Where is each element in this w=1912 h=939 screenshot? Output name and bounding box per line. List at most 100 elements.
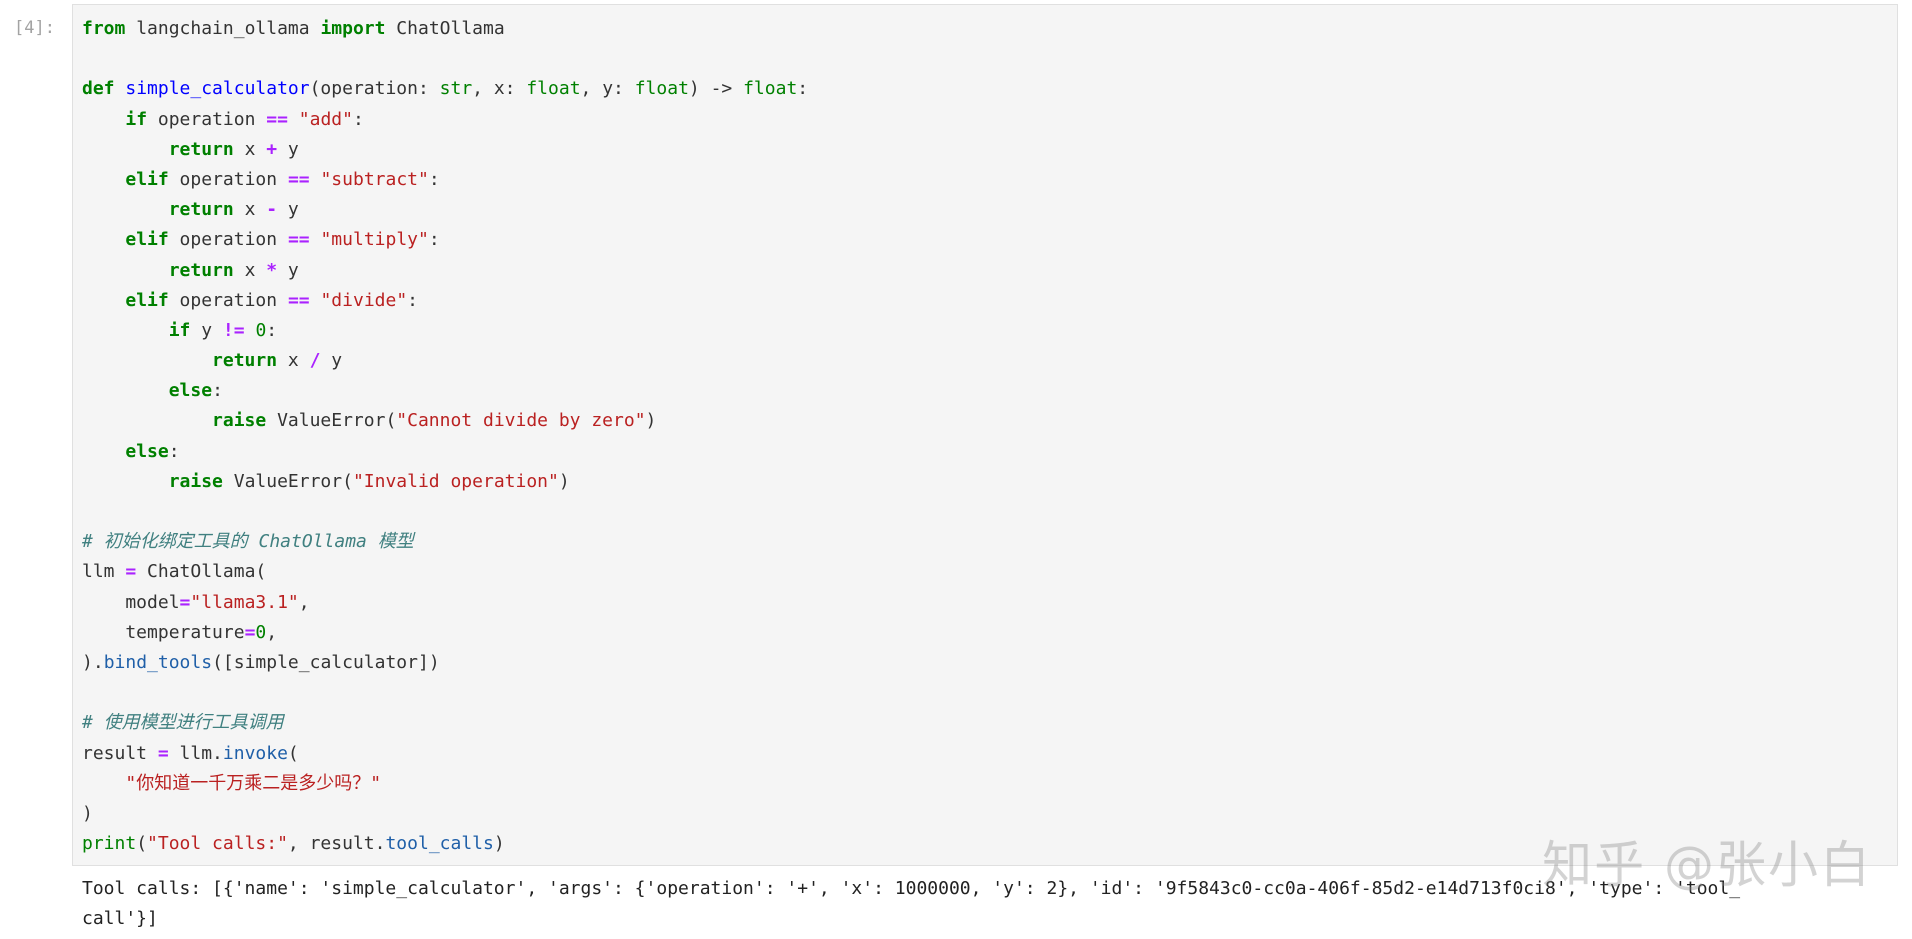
code-token: else bbox=[125, 440, 169, 462]
code-token: str bbox=[439, 78, 473, 100]
code-line: print("Tool calls:", result.tool_calls) bbox=[82, 829, 808, 859]
code-token: simple_calculator bbox=[125, 78, 310, 100]
code-token: 0 bbox=[255, 621, 267, 643]
code-token: "subtract" bbox=[320, 168, 429, 190]
code-editor[interactable]: from langchain_ollama import ChatOllama d… bbox=[82, 14, 808, 859]
code-token: : bbox=[212, 380, 223, 402]
code-token bbox=[82, 320, 169, 341]
code-token: * bbox=[266, 259, 278, 281]
code-token: , bbox=[298, 591, 310, 613]
code-token: y bbox=[277, 138, 299, 160]
code-token: ). bbox=[82, 651, 104, 673]
code-input-area[interactable] bbox=[72, 4, 1898, 866]
code-token: elif bbox=[125, 289, 169, 311]
code-token: != bbox=[222, 319, 245, 341]
code-token: operation bbox=[168, 229, 288, 251]
code-token: = bbox=[179, 591, 191, 613]
code-token: : bbox=[428, 168, 440, 190]
code-token: x bbox=[233, 259, 267, 281]
code-token: : bbox=[266, 319, 278, 341]
code-token: : bbox=[428, 229, 440, 251]
code-token bbox=[82, 169, 125, 190]
code-token: # 初始化绑定工具的 ChatOllama 模型 bbox=[82, 531, 414, 553]
code-line: result = llm.invoke( bbox=[82, 739, 808, 769]
code-line: llm = ChatOllama( bbox=[82, 557, 808, 587]
code-token bbox=[82, 380, 169, 401]
code-token: y bbox=[277, 199, 299, 221]
code-token: , result. bbox=[287, 833, 386, 855]
code-line: from langchain_ollama import ChatOllama bbox=[82, 14, 808, 44]
code-line: if operation == "add": bbox=[82, 105, 808, 135]
code-line: # 初始化绑定工具的 ChatOllama 模型 bbox=[82, 527, 808, 557]
code-token: from bbox=[82, 18, 126, 39]
code-token bbox=[245, 320, 256, 341]
code-token: , y: bbox=[580, 78, 635, 100]
output-line: Tool calls: [{'name': 'simple_calculator… bbox=[82, 878, 1741, 899]
cell-prompt: [4]: bbox=[14, 18, 55, 38]
code-line: return x * y bbox=[82, 256, 808, 286]
code-token: ( bbox=[287, 742, 299, 764]
code-line: if y != 0: bbox=[82, 316, 808, 346]
code-token bbox=[115, 78, 126, 99]
code-token: == bbox=[287, 289, 310, 311]
code-token bbox=[82, 229, 125, 250]
code-token: float bbox=[743, 78, 798, 100]
code-token: raise bbox=[212, 410, 267, 432]
code-token: , bbox=[266, 621, 278, 643]
watermark-text: 知乎 @张小白 bbox=[1542, 836, 1872, 894]
code-token bbox=[82, 199, 169, 220]
code-line: elif operation == "multiply": bbox=[82, 225, 808, 255]
code-token: simple_calculator bbox=[233, 651, 418, 673]
code-token: ) bbox=[558, 470, 570, 492]
code-token bbox=[82, 290, 125, 311]
code-token: ValueError( bbox=[266, 410, 397, 432]
code-token: return bbox=[168, 199, 234, 221]
code-token: elif bbox=[125, 168, 169, 190]
code-line: def simple_calculator(operation: str, x:… bbox=[82, 74, 808, 104]
code-token bbox=[82, 350, 212, 371]
code-token: "multiply" bbox=[320, 229, 429, 251]
code-token: ) -> bbox=[688, 78, 744, 100]
code-token: float bbox=[526, 78, 581, 100]
code-token: : bbox=[168, 440, 180, 462]
code-token: : bbox=[352, 108, 364, 130]
code-token: operation bbox=[147, 108, 267, 130]
code-token bbox=[82, 109, 125, 130]
code-token: return bbox=[212, 350, 278, 372]
code-token: print bbox=[82, 833, 137, 855]
code-token: model bbox=[82, 591, 180, 613]
code-token bbox=[82, 139, 169, 160]
code-token: ]) bbox=[417, 651, 440, 673]
code-token: def bbox=[82, 78, 115, 100]
code-token: bind_tools bbox=[103, 651, 213, 673]
code-token: "Invalid operation" bbox=[352, 470, 559, 492]
code-token: == bbox=[266, 108, 288, 130]
code-token bbox=[310, 290, 321, 311]
code-line: model="llama3.1", bbox=[82, 588, 808, 618]
code-token bbox=[82, 471, 169, 492]
code-token bbox=[310, 169, 321, 190]
code-line bbox=[82, 497, 808, 527]
code-line: return x - y bbox=[82, 195, 808, 225]
code-token: = bbox=[244, 621, 256, 643]
code-token: ( bbox=[136, 833, 148, 855]
code-line: ).bind_tools([simple_calculator]) bbox=[82, 648, 808, 678]
code-line: elif operation == "divide": bbox=[82, 286, 808, 316]
code-token: == bbox=[287, 229, 310, 251]
code-line: raise ValueError("Invalid operation") bbox=[82, 467, 808, 497]
cell-output: Tool calls: [{'name': 'simple_calculator… bbox=[82, 874, 1740, 934]
code-token: y bbox=[277, 259, 299, 281]
code-line: else: bbox=[82, 376, 808, 406]
code-token: ValueError( bbox=[222, 470, 353, 492]
code-token: "Cannot divide by zero" bbox=[396, 410, 646, 432]
code-line bbox=[82, 44, 808, 74]
code-token: import bbox=[320, 18, 386, 39]
code-token bbox=[288, 109, 299, 130]
code-token: raise bbox=[168, 470, 223, 492]
code-token: (operation: bbox=[309, 78, 440, 100]
code-token: 0 bbox=[255, 319, 267, 341]
code-line: return x / y bbox=[82, 346, 808, 376]
code-token bbox=[82, 410, 212, 431]
code-token: "Tool calls:" bbox=[147, 833, 288, 855]
code-token: elif bbox=[125, 229, 169, 251]
